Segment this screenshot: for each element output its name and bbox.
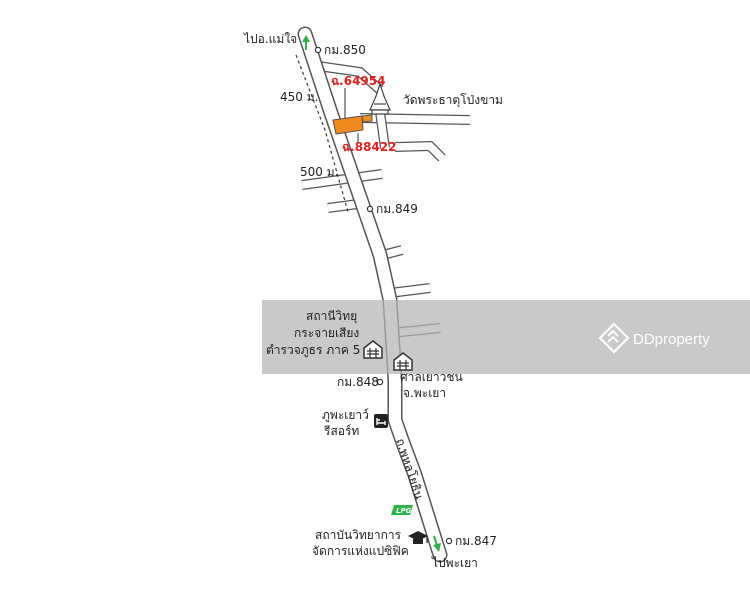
label-km848: กม.848 [337, 375, 379, 389]
label-resort-line2: รีสอร์ท [323, 424, 359, 438]
label-court-line1: ศาลเยาวชน [400, 370, 463, 384]
label-to-mae-jai: ไปอ.แม่ใจ [243, 32, 297, 46]
label-dist450: 450 ม. [280, 90, 318, 104]
km847-marker [445, 537, 453, 545]
ddproperty-logo-icon [598, 322, 630, 354]
label-radio-line3: ตำรวจภูธร ภาค 5 [266, 343, 360, 358]
radio-station-icon [363, 340, 383, 359]
label-court-line2: จ.พะเยา [403, 386, 446, 400]
label-km847: กม.847 [455, 534, 497, 548]
label-institute-line2: จัดการแห่งแปซิฟิค [312, 544, 409, 558]
temple-icon [369, 82, 391, 115]
label-resort-line1: ภูพะเยาว์ [322, 408, 369, 423]
km-markers [314, 46, 453, 545]
label-km849: กม.849 [376, 202, 418, 216]
label-dist500: 500 ม. [300, 165, 338, 179]
label-km850: กม.850 [324, 43, 366, 57]
direction-arrow-south-icon [433, 535, 441, 552]
km848-marker [376, 378, 384, 386]
label-radio-line2: กระจายเสียง [294, 326, 359, 340]
km850-marker [314, 46, 322, 54]
label-temple: วัดพระธาตุโป่งขาม [403, 93, 503, 108]
graduation-cap-icon [408, 531, 428, 544]
km849-marker [366, 205, 374, 213]
label-to-phayao: ไปพะเยา [431, 556, 478, 570]
label-institute-line1: สถาบันวิทยาการ [315, 528, 402, 542]
watermark-brand: DDproperty [633, 331, 710, 348]
watermark-band [262, 300, 750, 374]
direction-arrow-north-icon [302, 35, 310, 50]
label-radio-line1: สถานีวิทยุ [306, 309, 357, 324]
court-building-icon [393, 352, 413, 371]
label-plot1: ฉ.64954 [331, 74, 385, 88]
lpg-label: LPG [396, 507, 412, 515]
distance-guide-line [295, 54, 349, 213]
lpg-station-icon [391, 505, 413, 515]
label-road-name: ถ.พหลโยธิน [393, 437, 426, 501]
resort-bed-icon [374, 414, 388, 428]
label-plot2: ฉ.88422 [342, 140, 396, 154]
property-plot [332, 114, 373, 135]
main-road-phahonyothin [297, 26, 448, 563]
